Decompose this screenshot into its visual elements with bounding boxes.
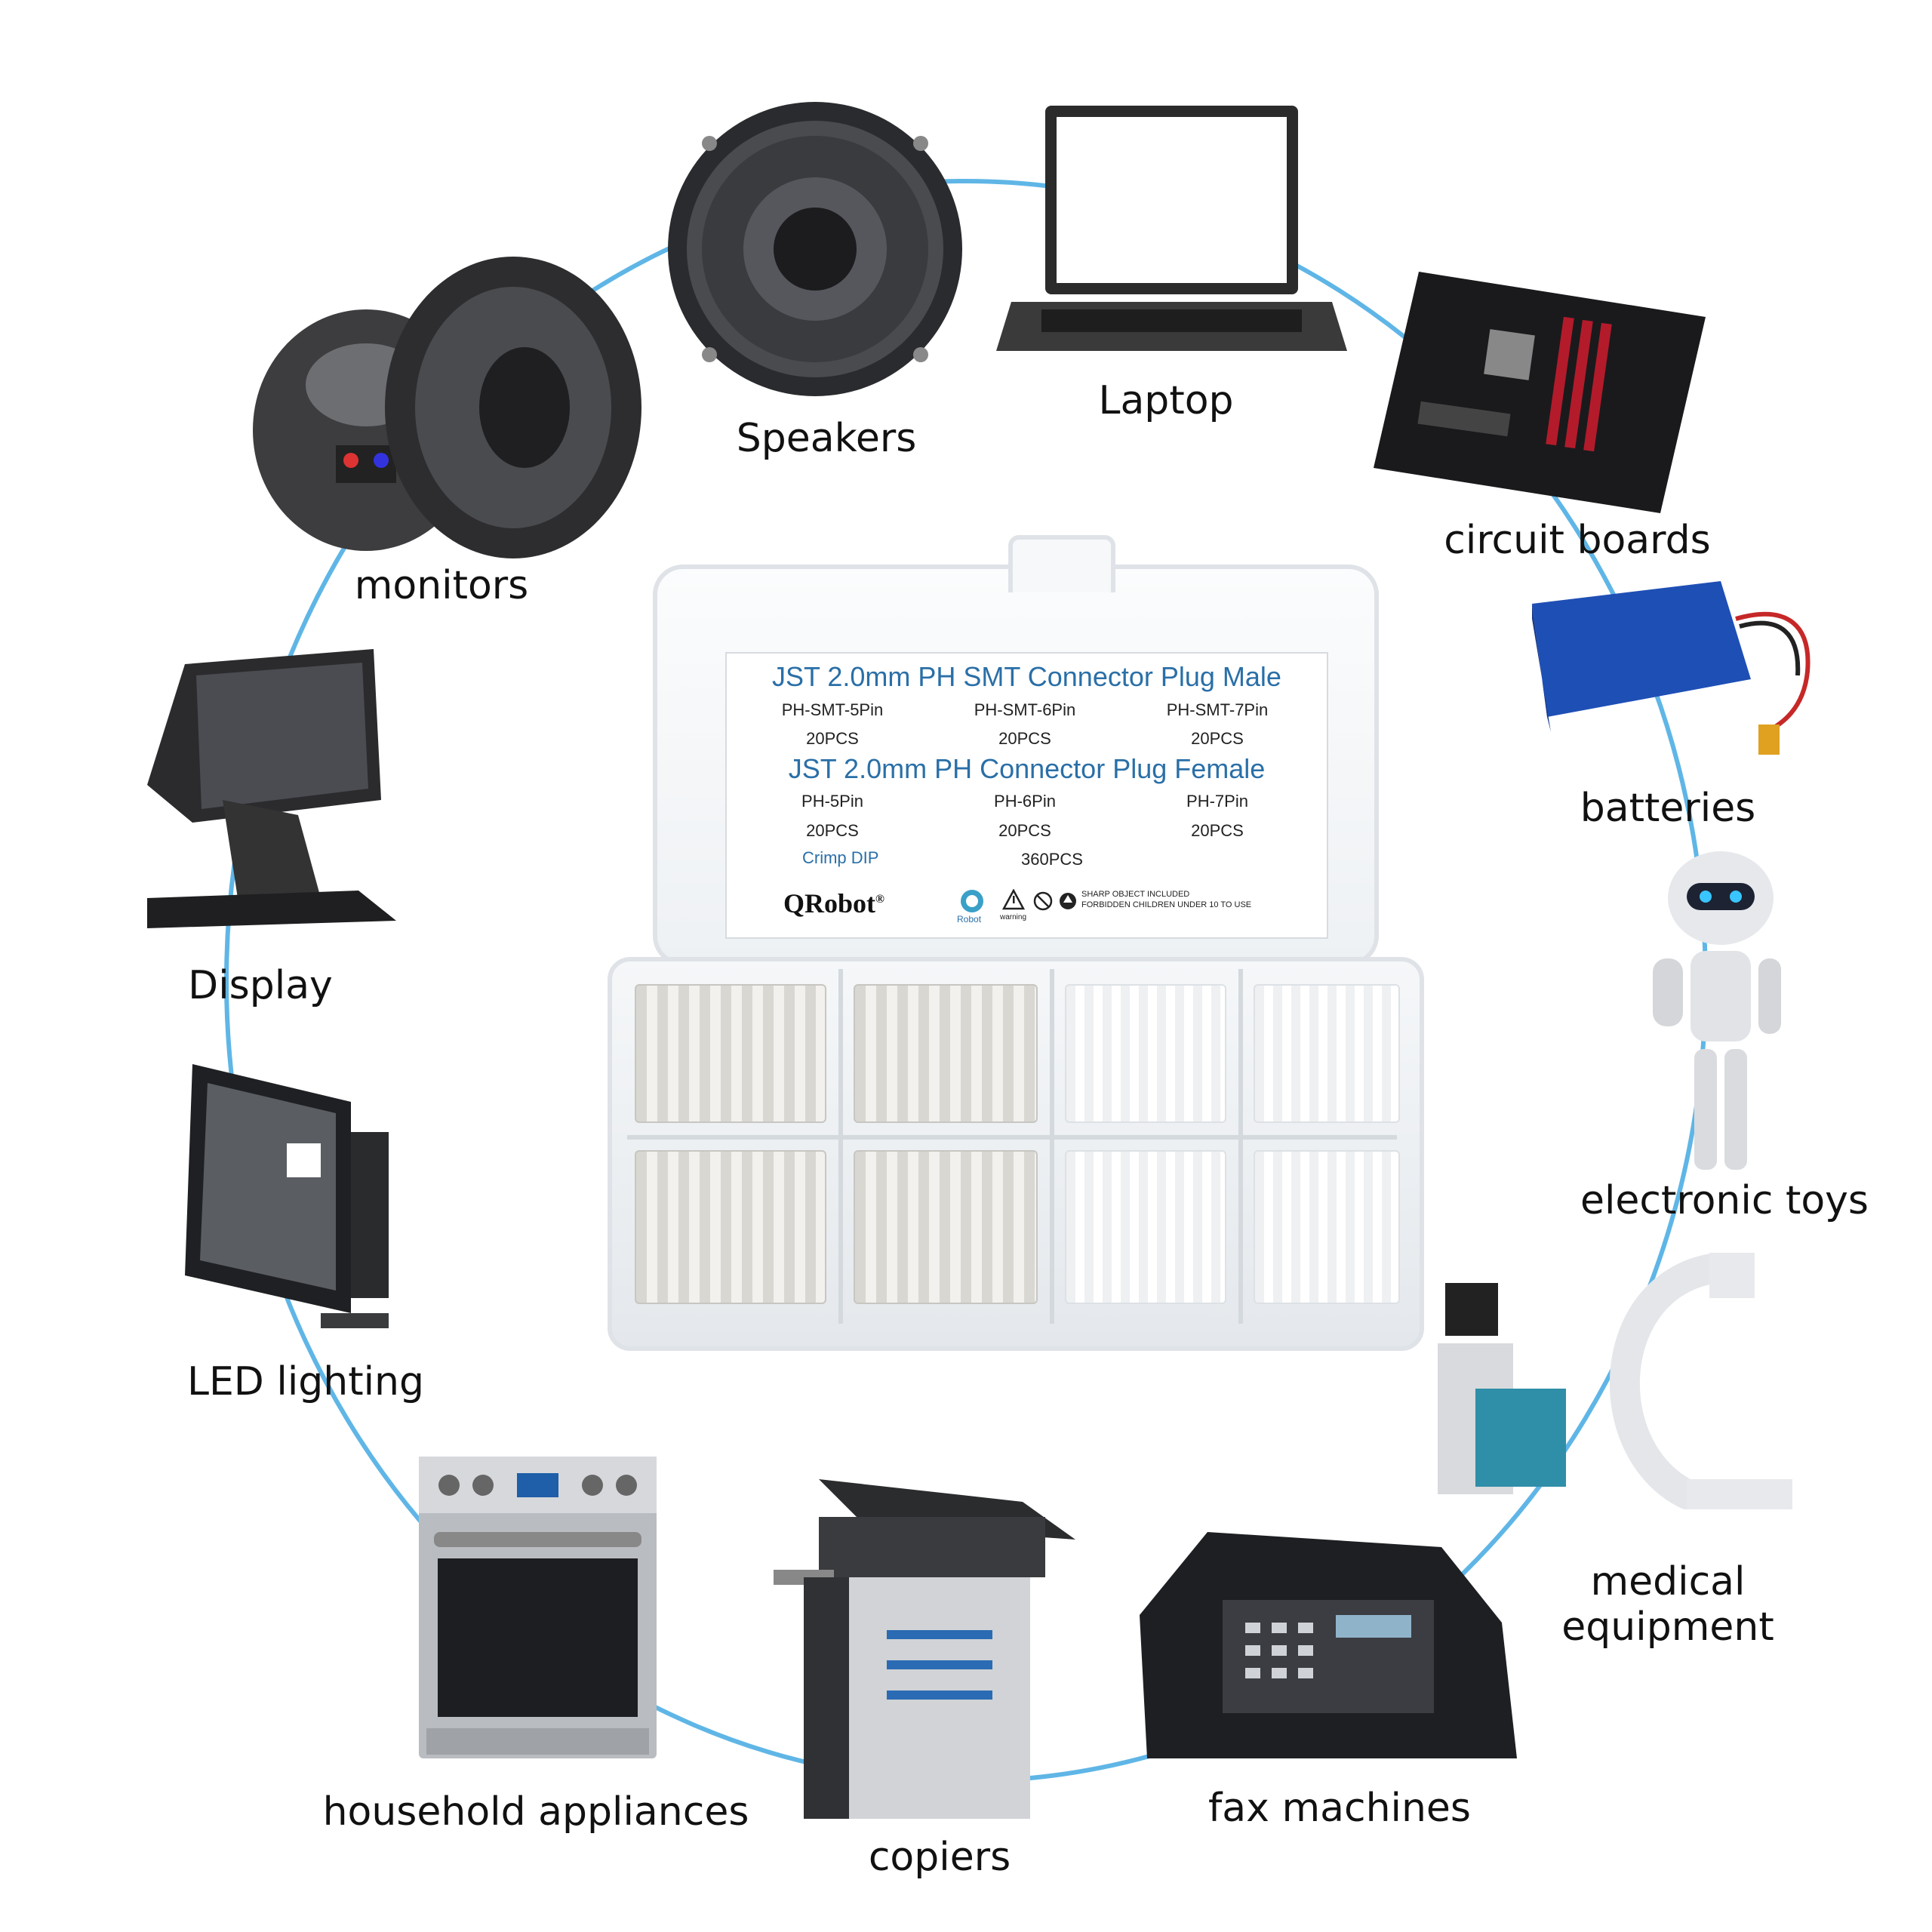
- copier-icon: [774, 1479, 1075, 1819]
- total-count: 360PCS: [1021, 850, 1083, 869]
- warning-label: warning: [1000, 913, 1027, 921]
- male-col-2: PH-SMT-6Pin: [974, 700, 1076, 719]
- laptop-icon: [996, 106, 1347, 351]
- female-col-2: PH-6Pin: [994, 792, 1056, 811]
- display-label: Display: [188, 963, 333, 1008]
- batteries-label: batteries: [1580, 786, 1756, 831]
- oven-icon: [419, 1457, 657, 1758]
- ph-7pin-compartment: [1065, 1150, 1226, 1304]
- speaker-icon: [668, 102, 962, 396]
- warning-text: SHARP OBJECT INCLUDED FORBIDDEN CHILDREN…: [1081, 889, 1251, 911]
- laptop-label: Laptop: [1098, 378, 1234, 423]
- smt-7pin-compartment: [635, 1150, 826, 1304]
- speaker-driver-icon: [253, 257, 641, 558]
- brand-name-text: QRobot: [783, 888, 876, 918]
- robot-logo-text: Robot: [957, 914, 982, 924]
- title-male: JST 2.0mm PH SMT Connector Plug Male: [772, 661, 1281, 692]
- box-tray: [608, 957, 1424, 1351]
- tray-divider: [1050, 969, 1054, 1324]
- female-qty-3: 20PCS: [1191, 821, 1244, 840]
- no-children-icon: [1033, 891, 1053, 911]
- male-col-1: PH-SMT-5Pin: [781, 700, 884, 719]
- ph-6pin-compartment: [1254, 984, 1400, 1123]
- medical-equipment-label-line2: equipment: [1561, 1604, 1774, 1650]
- female-qty-2: 20PCS: [998, 821, 1051, 840]
- household-appliances-label: household appliances: [322, 1789, 749, 1835]
- female-col-3: PH-7Pin: [1186, 792, 1248, 811]
- female-qty-1: 20PCS: [806, 821, 859, 840]
- fax-machines-label: fax machines: [1208, 1786, 1472, 1831]
- ph-5pin-compartment: [1065, 984, 1226, 1123]
- medical-equipment-label-line1: medical: [1590, 1559, 1746, 1604]
- speakers-label: Speakers: [736, 416, 917, 461]
- box-lid: JST 2.0mm PH SMT Connector Plug Male PH-…: [653, 535, 1379, 966]
- male-qty-3: 20PCS: [1191, 729, 1244, 748]
- title-female: JST 2.0mm PH Connector Plug Female: [788, 753, 1266, 784]
- male-qty-2: 20PCS: [998, 729, 1051, 748]
- warning-line-1: SHARP OBJECT INCLUDED: [1081, 890, 1190, 899]
- tray-divider: [838, 969, 843, 1324]
- display-icon: [147, 649, 396, 928]
- tray-divider: [1238, 969, 1243, 1324]
- male-col-3: PH-SMT-7Pin: [1166, 700, 1269, 719]
- brand-registered-mark: ®: [875, 893, 884, 906]
- ph-housing-compartment: [1254, 1150, 1400, 1304]
- warning-line-2: FORBIDDEN CHILDREN UNDER 10 TO USE: [1081, 900, 1252, 910]
- product-label-card: JST 2.0mm PH SMT Connector Plug Male PH-…: [725, 652, 1328, 939]
- smt-5pin-compartment: [635, 984, 826, 1123]
- tray-divider: [627, 1135, 1397, 1140]
- lid-tab[interactable]: [1008, 535, 1115, 592]
- led-lighting-label: LED lighting: [186, 1359, 425, 1404]
- robot-toy-icon: [1653, 851, 1781, 1170]
- crimp-dip-label: Crimp DIP: [802, 848, 879, 867]
- female-col-1: PH-5Pin: [801, 792, 863, 811]
- smt-6pin-compartment: [854, 984, 1038, 1123]
- electronic-toys-label: electronic toys: [1580, 1178, 1869, 1223]
- robot-logo-icon: [961, 890, 983, 912]
- recycle-icon: [1060, 893, 1076, 909]
- copiers-label: copiers: [868, 1835, 1011, 1880]
- fax-machine-icon: [1140, 1532, 1517, 1758]
- led-floodlight-icon: [185, 1064, 389, 1328]
- monitors-label: monitors: [354, 563, 529, 608]
- battery-icon: [1532, 581, 1810, 755]
- warning-triangle-icon: [1002, 889, 1025, 910]
- circuit-board-icon: [1374, 272, 1706, 513]
- male-qty-1: 20PCS: [806, 729, 859, 748]
- connector-kit-box: JST 2.0mm PH SMT Connector Plug Male PH-…: [608, 535, 1424, 1351]
- medical-equipment-icon: [1438, 1253, 1792, 1509]
- crimp-compartment: [854, 1150, 1038, 1304]
- brand-name: QRobot®: [783, 888, 884, 919]
- circuit-boards-label: circuit boards: [1444, 518, 1711, 563]
